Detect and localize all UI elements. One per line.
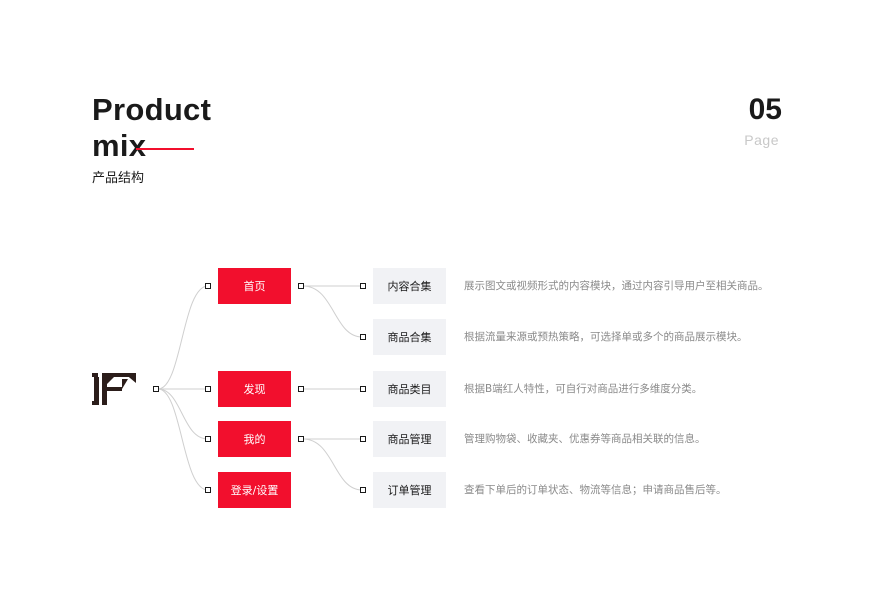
page-number: 05: [748, 93, 782, 126]
page-title: Product mix: [92, 92, 211, 164]
node-content-collection: 内容合集: [373, 268, 446, 304]
node-login-settings: 登录/设置: [218, 472, 291, 508]
primary-in-dot-login: [205, 487, 211, 493]
node-product-category: 商品类目: [373, 371, 446, 407]
connector-home-products: [302, 285, 363, 338]
node-home: 首页: [218, 268, 291, 304]
connector-root-home: [157, 285, 209, 390]
root-dot: [153, 386, 159, 392]
connector-root-mine: [157, 388, 209, 440]
desc-product-management: 管理购物袋、收藏夹、优惠券等商品相关联的信息。: [464, 433, 706, 445]
primary-out-dot-home: [298, 283, 304, 289]
connector-mine-orders: [302, 438, 363, 491]
desc-order-management: 查看下单后的订单状态、物流等信息；申请商品售后等。: [464, 484, 727, 496]
secondary-in-dot-category: [360, 386, 366, 392]
secondary-in-dot-orders: [360, 487, 366, 493]
brand-logo-icon: [92, 373, 136, 405]
page-subtitle: 产品结构: [92, 171, 145, 186]
desc-product-category: 根据B端红人特性，可自行对商品进行多维度分类。: [464, 383, 703, 395]
secondary-in-dot-content: [360, 283, 366, 289]
primary-out-dot-discover: [298, 386, 304, 392]
title-accent-line: [136, 148, 194, 150]
node-product-collection: 商品合集: [373, 319, 446, 355]
secondary-in-dot-goods: [360, 436, 366, 442]
primary-in-dot-home: [205, 283, 211, 289]
title-line-2: mix: [92, 128, 147, 163]
primary-in-dot-mine: [205, 436, 211, 442]
title-line-1: Product: [92, 92, 212, 127]
primary-out-dot-mine: [298, 436, 304, 442]
node-order-management: 订单管理: [373, 472, 446, 508]
node-discover: 发现: [218, 371, 291, 407]
connector-root-login: [157, 388, 209, 491]
desc-content-collection: 展示图文或视频形式的内容模块，通过内容引导用户至相关商品。: [464, 280, 769, 292]
primary-in-dot-discover: [205, 386, 211, 392]
node-product-management: 商品管理: [373, 421, 446, 457]
node-mine: 我的: [218, 421, 291, 457]
page-label: Page: [744, 132, 779, 148]
secondary-in-dot-products: [360, 334, 366, 340]
desc-product-collection: 根据流量来源或预热策略，可选择单或多个的商品展示模块。: [464, 331, 748, 343]
